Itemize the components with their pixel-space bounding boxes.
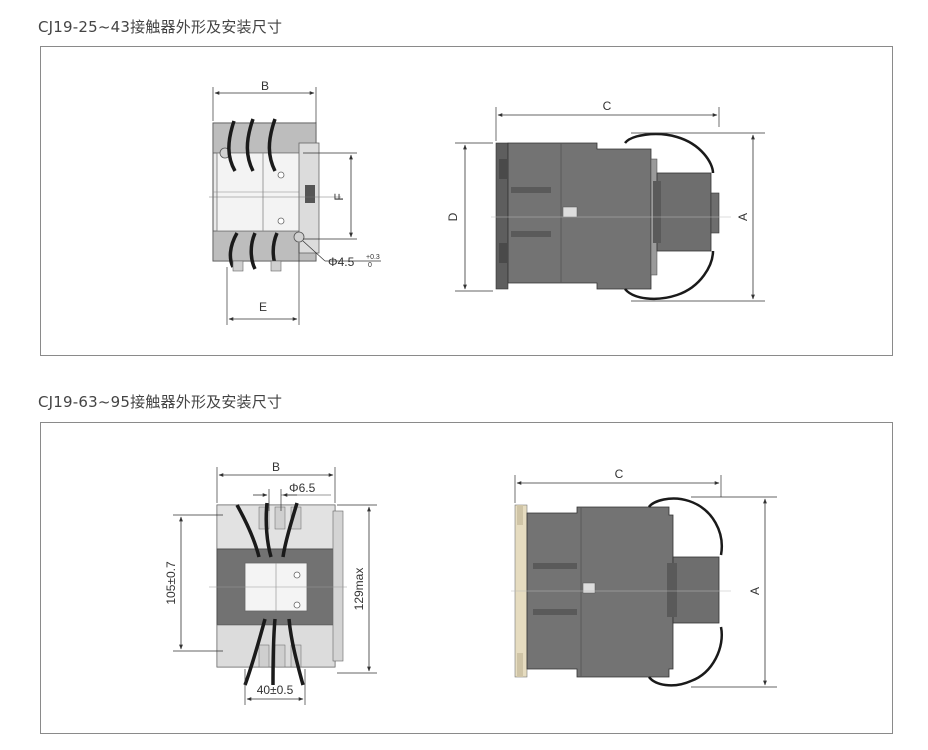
diagram-panel-cj19-63-95: B Φ6.5 105±0.7 129max xyxy=(40,422,893,734)
side-view-large xyxy=(511,497,731,687)
dim-F-small xyxy=(303,152,357,240)
dim-A-large xyxy=(691,496,777,688)
dim-C-large xyxy=(514,475,722,503)
label-C-small: C xyxy=(603,99,612,113)
label-C-large: C xyxy=(615,467,624,481)
diagram2-svg: B Φ6.5 105±0.7 129max xyxy=(164,460,777,705)
dim-E-small xyxy=(226,243,300,325)
label-B-small: B xyxy=(261,79,269,93)
label-D-small: D xyxy=(446,212,460,221)
label-B-large: B xyxy=(272,460,280,474)
side-view-small xyxy=(491,132,731,301)
label-A-small: A xyxy=(736,213,750,221)
dim-105-large xyxy=(173,514,223,652)
front-view-large xyxy=(209,502,347,686)
dim-B-large xyxy=(216,467,336,503)
dim-129-large xyxy=(337,504,377,674)
label-F-small: F xyxy=(332,193,346,200)
label-A-large: A xyxy=(748,587,762,595)
dim-40-large xyxy=(244,669,306,705)
dim-D-small xyxy=(455,142,493,292)
label-40: 40±0.5 xyxy=(257,683,294,697)
label-hole-tol-upper: +0.3 xyxy=(366,254,380,261)
section1-title: CJ19-25~43接触器外形及安装尺寸 xyxy=(38,18,283,36)
dim-A-small xyxy=(631,132,765,302)
label-E-small: E xyxy=(259,300,267,314)
dim-hole-small xyxy=(302,240,381,262)
label-hole-tol-lower: 0 xyxy=(368,262,372,269)
label-129max: 129max xyxy=(352,568,366,611)
label-hole-small: Φ4.5 xyxy=(328,255,355,269)
front-view-small xyxy=(209,118,341,272)
label-105: 105±0.7 xyxy=(164,561,178,605)
diagram-panel-cj19-25-43: B E F Φ4.5 +0.3 0 xyxy=(40,46,893,356)
diagram1-svg: B E F Φ4.5 +0.3 0 xyxy=(209,79,765,325)
dim-hole-large xyxy=(253,489,331,511)
label-hole-large: Φ6.5 xyxy=(289,481,316,495)
dim-B-small xyxy=(212,87,317,123)
section2-title: CJ19-63~95接触器外形及安装尺寸 xyxy=(38,393,283,411)
dim-C-small xyxy=(495,107,720,141)
